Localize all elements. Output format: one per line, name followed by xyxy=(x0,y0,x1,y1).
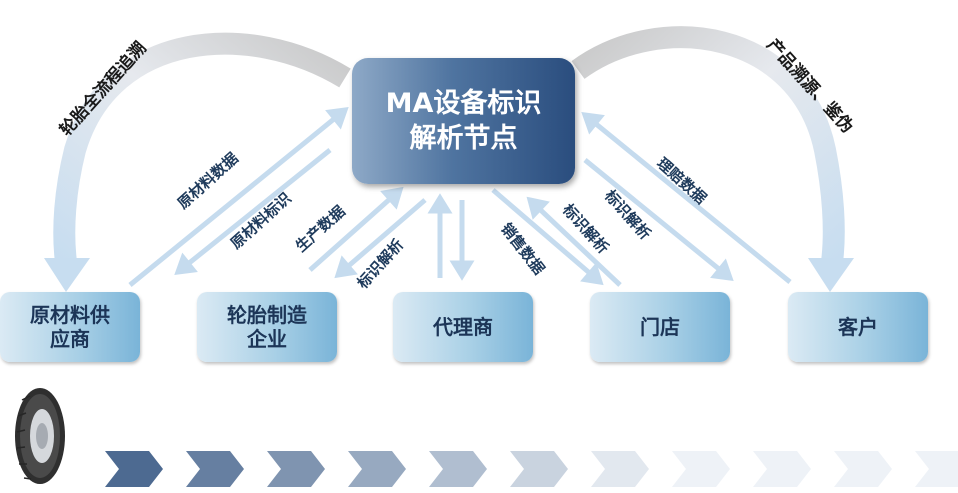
chevron-step xyxy=(672,451,730,487)
node-agent: 代理商 xyxy=(393,292,533,362)
node-customer: 客户 xyxy=(788,292,928,362)
node-supplier: 原材料供 应商 xyxy=(0,292,140,362)
flow-arrow-line xyxy=(593,121,792,284)
right-arc-arrowhead xyxy=(808,258,854,292)
ma-resolution-node: MA设备标识 解析节点 xyxy=(352,58,575,184)
flow-arrow-line xyxy=(537,207,622,287)
right-trace-arc xyxy=(571,26,845,264)
chevron-step xyxy=(834,451,892,487)
flow-arrow-line xyxy=(583,158,722,272)
flow-arrow-head xyxy=(710,258,734,282)
flow-arrow-head xyxy=(174,252,198,275)
node-manufacturer: 轮胎制造 企业 xyxy=(197,292,337,362)
flow-arrow-head xyxy=(581,111,605,135)
flow-arrow-head xyxy=(449,260,475,281)
chevron-step xyxy=(429,451,487,487)
tire-icon xyxy=(15,388,65,484)
flow-arrow-line xyxy=(491,188,592,276)
flow-arrow-line xyxy=(128,116,337,287)
flow-arrow-head xyxy=(325,106,349,130)
chevron-step xyxy=(510,451,568,487)
flow-arrow-head xyxy=(427,193,453,214)
node-store: 门店 xyxy=(590,292,730,362)
flow-arrow-head xyxy=(334,255,358,279)
chevron-step xyxy=(591,451,649,487)
left-arc-arrowhead xyxy=(44,258,90,292)
chevron-step xyxy=(915,451,958,487)
left-trace-arc xyxy=(53,32,351,264)
chevron-step xyxy=(267,451,325,487)
chevron-step xyxy=(105,451,163,487)
flow-arrow-head xyxy=(380,186,404,210)
flow-arrow-line xyxy=(346,198,427,269)
chevron-step xyxy=(186,451,244,487)
flow-arrow-line xyxy=(308,196,392,272)
flow-arrow-head xyxy=(580,262,604,286)
flow-arrow-line xyxy=(186,148,332,266)
chevron-step xyxy=(753,451,811,487)
flow-arrow-head xyxy=(526,196,550,220)
chevron-step xyxy=(348,451,406,487)
